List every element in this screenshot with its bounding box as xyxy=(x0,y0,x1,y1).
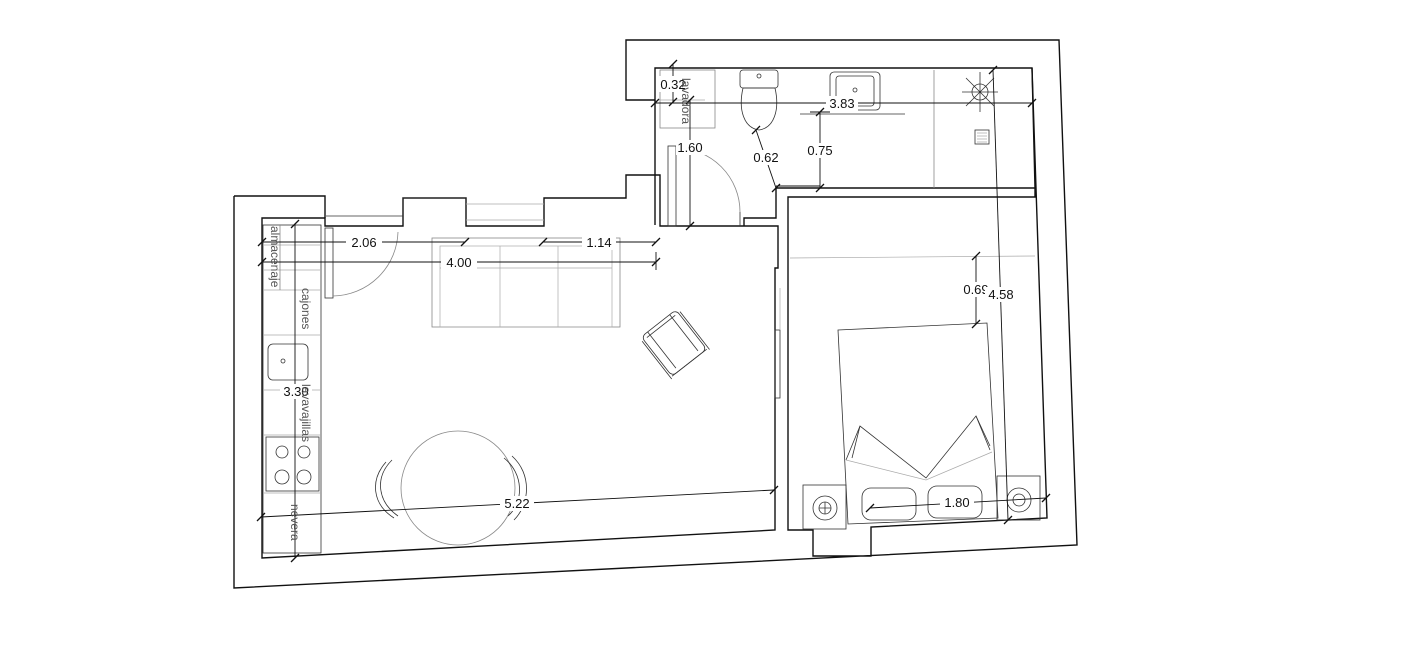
dim-0-69: 0.69 xyxy=(963,282,988,297)
dim-1-60: 1.60 xyxy=(677,140,702,155)
kitchen-sink-icon xyxy=(267,343,309,381)
label-nevera: nevera xyxy=(288,504,302,541)
exterior-walls xyxy=(233,39,1078,589)
kitchen-counter xyxy=(262,224,322,554)
bathroom-door xyxy=(667,145,741,227)
label-almacenaje: almacenaje xyxy=(268,226,282,288)
nightstand-left-icon xyxy=(802,484,847,530)
dim-2-06: 2.06 xyxy=(351,235,376,250)
washing-machine-cabinet xyxy=(659,69,716,129)
furniture-labels: lavadora almacenaje cajones lavavajillas… xyxy=(268,78,693,541)
label-lavavajillas: lavavajillas xyxy=(299,384,313,442)
dim-4-58: 4.58 xyxy=(988,287,1013,302)
dim-1-80: 1.80 xyxy=(944,495,969,510)
dim-0-62: 0.62 xyxy=(753,150,778,165)
dim-3-83: 3.83 xyxy=(829,96,854,111)
nightstand-right-icon xyxy=(996,475,1041,521)
shower-icon xyxy=(933,70,998,188)
dim-1-14: 1.14 xyxy=(586,235,611,250)
label-cajones: cajones xyxy=(299,288,313,329)
entrance-door xyxy=(324,227,399,299)
dim-5-22: 5.22 xyxy=(504,496,529,511)
armchair-icon xyxy=(641,311,710,380)
dining-table-icon xyxy=(375,430,527,546)
sliding-partition xyxy=(774,288,781,399)
dim-4-00: 4.00 xyxy=(446,255,471,270)
dim-0-32: 0.32 xyxy=(660,77,685,92)
dim-0-75: 0.75 xyxy=(807,143,832,158)
cooktop-icon xyxy=(265,436,320,492)
toilet-icon xyxy=(739,69,779,131)
dim-3-30: 3.30 xyxy=(283,384,308,399)
dimension-lines xyxy=(256,59,1051,563)
bedroom xyxy=(789,255,1041,530)
dimension-labels: 0.32 3.83 1.60 0.62 0.75 2.06 1.14 4.00 … xyxy=(280,76,1017,511)
label-lavadora: lavadora xyxy=(679,78,693,124)
bed-icon xyxy=(837,322,999,525)
sofa-icon xyxy=(431,237,621,328)
